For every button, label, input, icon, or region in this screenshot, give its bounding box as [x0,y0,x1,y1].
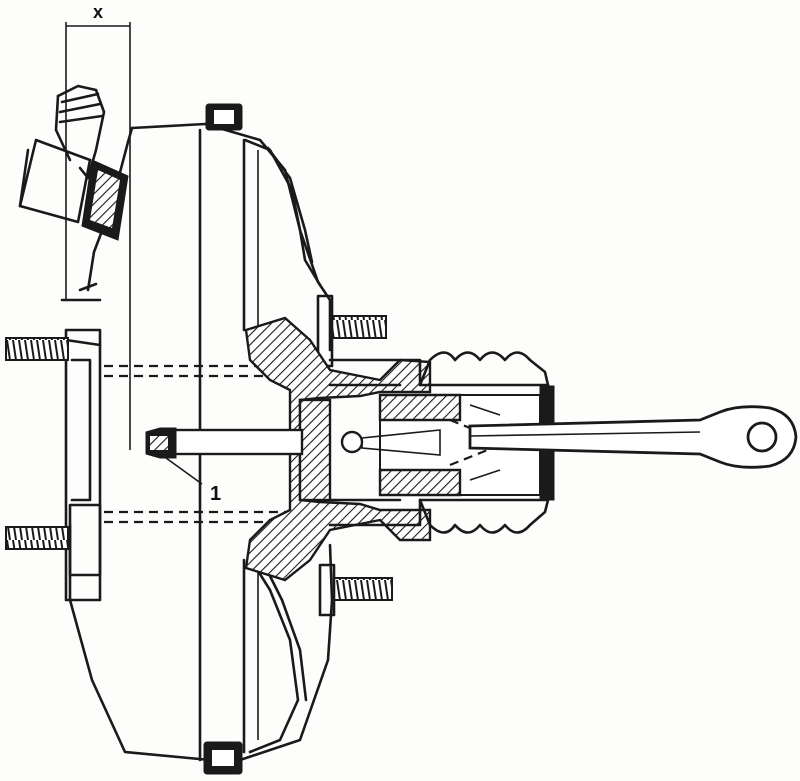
rear-shell-lower [68,523,212,762]
push-rod [145,427,304,459]
dimension-label: x [93,2,103,22]
rear-stud-lower [5,526,69,550]
callout-1: 1 [165,457,221,505]
boot-upper [418,351,550,387]
rear-mounting-plate [60,282,102,602]
front-stud-upper [329,315,387,339]
reaction-ball [340,430,364,454]
callout-1-label: 1 [210,483,221,505]
front-shell-lower [238,543,334,762]
dimension-x: x [65,2,131,450]
operating-rod [468,405,798,469]
vacuum-hose-elbow [18,138,92,224]
rear-stud-upper [5,337,69,361]
front-stud-lower [333,577,393,601]
boot-lower [418,498,550,534]
piston-body [244,316,432,582]
vacuum-check-valve [18,84,129,241]
callout-1-leader [165,457,203,485]
clevis-eye [746,421,778,453]
